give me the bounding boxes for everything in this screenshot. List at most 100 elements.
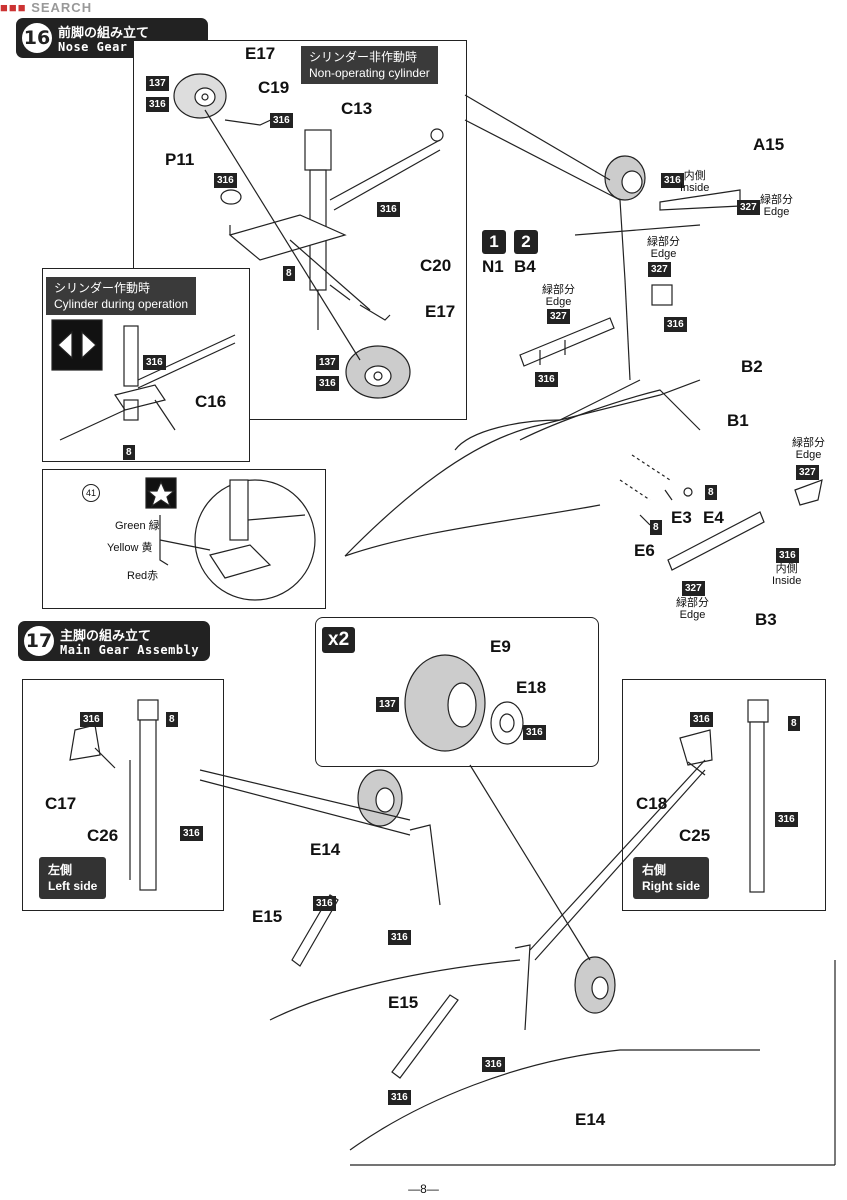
multiplier-badge: x2 [322,627,356,653]
paint-316: 316 [143,355,166,370]
nonop-cylinder-caption: シリンダー非作動時 Non-operating cylinder [301,46,438,84]
step-marker-1: 1 [482,230,506,254]
edge-jp: 緑部分 [542,284,575,296]
label-n1: N1 [482,257,504,276]
edge-note-n1: 緑部分 Edge [542,284,575,308]
inside-en: Inside [772,575,802,587]
left-side-label: 左側 Left side [39,857,107,899]
paint-137: 137 [376,697,399,712]
edge-jp: 緑部分 [676,597,709,609]
nonop-caption-en: Non-operating cylinder [309,66,430,80]
label-c26: C26 [87,826,119,845]
paint-8: 8 [166,712,178,727]
watermark-logo: ■■■ [0,0,27,15]
paint-8: 8 [650,520,662,535]
op-caption-en: Cylinder during operation [54,297,189,311]
label-e9: E9 [490,637,511,656]
edge-note-b3: 緑部分 Edge [676,597,709,621]
edge-jp: 緑部分 [760,194,793,206]
nonop-caption-jp: シリンダー非作動時 [309,50,418,64]
color-yellow: Yellow 黄 [107,542,153,554]
paint-316: 316 [776,548,799,563]
label-e17-top: E17 [245,44,276,63]
color-green: Green 緑 [115,520,160,532]
edge-en: Edge [795,449,822,461]
label-c19: C19 [258,78,290,97]
label-b1: B1 [727,411,749,430]
step-marker-2: 2 [514,230,538,254]
label-e17-bottom: E17 [425,302,456,321]
label-e15-top: E15 [252,907,283,926]
paint-316: 316 [146,97,169,112]
step17-badge: 17 主脚の組み立て Main Gear Assembly [18,621,210,661]
paint-137: 137 [146,76,169,91]
paint-316: 316 [313,896,336,911]
op-caption-jp: シリンダー作動時 [54,281,151,295]
label-p11: P11 [165,150,195,169]
label-c18: C18 [636,794,668,813]
inside-note-a15: 内側 Inside [680,170,709,194]
paint-316: 316 [388,930,411,945]
edge-en: Edge [545,296,572,308]
paint-316: 316 [690,712,713,727]
label-e14-bottom: E14 [575,1110,606,1129]
inside-en: Inside [680,182,710,194]
paint-316: 316 [214,173,237,188]
paint-137: 137 [316,355,339,370]
paint-316: 316 [270,113,293,128]
paint-327: 327 [796,465,819,480]
edge-note-b1: 緑部分 Edge [792,437,825,461]
gear-door-b1 [794,479,823,506]
paint-8: 8 [788,716,800,731]
inside-jp: 内側 [775,563,798,575]
paint-8: 8 [123,445,135,460]
step17-title-en: Main Gear Assembly [60,643,200,657]
page-number: —8— [408,1182,439,1196]
label-e15-bottom: E15 [388,993,419,1012]
label-b2: B2 [741,357,763,376]
paint-316: 316 [180,826,203,841]
label-e4: E4 [703,508,724,527]
edge-en: Edge [763,206,790,218]
paint-316: 316 [80,712,103,727]
label-c16: C16 [195,392,227,411]
label-e18: E18 [516,678,547,697]
label-c13: C13 [341,99,373,118]
gear-door-n1 [519,317,615,367]
watermark-text: SEARCH [31,0,93,15]
paint-8: 8 [705,485,717,500]
label-e6: E6 [634,541,655,560]
paint-316: 316 [664,317,687,332]
color-red: Red赤 [127,570,159,582]
paint-41-circle: 41 [82,484,100,502]
paint-316: 316 [482,1057,505,1072]
label-c20: C20 [420,256,452,275]
right-side-label: 右側 Right side [633,857,710,899]
edge-en: Edge [679,609,706,621]
edge-jp: 緑部分 [647,236,680,248]
right-side-jp: 右側 [642,863,667,877]
edge-note-nose: 緑部分 Edge [647,236,680,260]
wheel-detail-panel [315,617,599,767]
paint-316: 316 [661,173,684,188]
edge-jp: 緑部分 [792,437,825,449]
step17-number: 17 [24,626,54,656]
site-watermark: ■■■ SEARCH [0,0,160,20]
edge-note-a15: 緑部分 Edge [760,194,793,218]
label-e3: E3 [671,508,692,527]
right-side-en: Right side [642,879,701,893]
paint-316: 316 [775,812,798,827]
label-b4: B4 [514,257,536,276]
inside-jp: 内側 [683,170,706,182]
step16-number: 16 [22,23,52,53]
paint-8: 8 [283,266,295,281]
paint-316: 316 [377,202,400,217]
label-c25: C25 [679,826,711,845]
paint-316: 316 [388,1090,411,1105]
label-a15: A15 [753,135,785,154]
paint-327: 327 [737,200,760,215]
op-cylinder-caption: シリンダー作動時 Cylinder during operation [46,277,197,315]
paint-316: 316 [535,372,558,387]
label-b3: B3 [755,610,777,629]
paint-316: 316 [523,725,546,740]
